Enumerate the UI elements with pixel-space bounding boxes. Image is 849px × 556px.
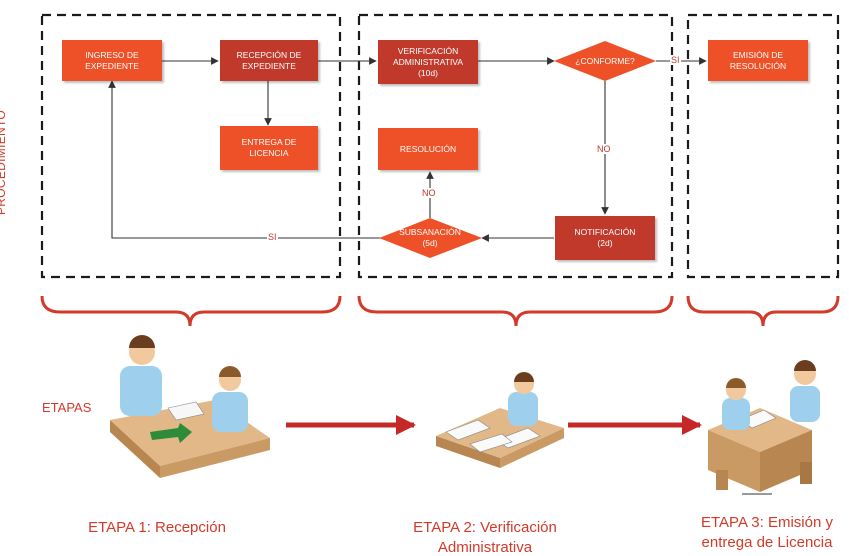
subsanacion-diamond (379, 218, 482, 258)
emision-resolucion-box: EMISIÓN DE RESOLUCIÓN (708, 40, 808, 81)
resolucion-box: RESOLUCIÓN (378, 128, 478, 170)
stage1-caption: ETAPA 1: Recepción (88, 519, 226, 536)
stage2-illustration (436, 372, 564, 468)
edge-label-si-ingreso: SI (267, 232, 278, 242)
notificacion-text: NOTIFICACIÓN (2d) (574, 227, 636, 248)
conforme-decision-text: ¿CONFORME? (575, 55, 635, 66)
stage3-caption: ETAPA 3: Emisión y entrega de Licencia (701, 514, 833, 551)
ingreso-expediente-box: INGRESO DE EXPEDIENTE (62, 40, 162, 81)
notificacion-box: NOTIFICACIÓN (2d) (555, 216, 655, 260)
etapas-label: ETAPAS (42, 400, 92, 415)
recepcion-expediente-box: RECEPCIÓN DE EXPEDIENTE (220, 40, 318, 81)
entrega-licencia-box: ENTREGA DE LICENCIA (220, 126, 318, 170)
bracket-stage2 (357, 295, 674, 327)
ingreso-expediente-text: INGRESO DE EXPEDIENTE (85, 49, 139, 71)
recepcion-expediente-text: RECEPCIÓN DE EXPEDIENTE (236, 49, 302, 71)
verificacion-administrativa-text: VERIFICACIÓN ADMINISTRATIVA (10d) (392, 45, 464, 78)
stage2-caption: ETAPA 2: Verificación Administrativa (413, 519, 557, 556)
entrega-licencia-text: ENTREGA DE LICENCIA (241, 137, 297, 158)
stage3-illustration (708, 360, 820, 495)
bracket-stage3 (686, 295, 840, 327)
stage2-frame (357, 13, 674, 279)
bracket-stage1 (40, 295, 342, 327)
emision-resolucion-text: EMISIÓN DE RESOLUCIÓN (729, 49, 787, 71)
resolucion-text: RESOLUCIÓN (399, 143, 457, 154)
stage3-frame (686, 13, 840, 279)
edge-label-no-resolucion: NO (421, 188, 437, 198)
conforme-diamond (554, 41, 656, 81)
subsanacion-decision-text: SUBSANACIÓN (5d) (399, 227, 461, 248)
edge-label-no-notificacion: NO (596, 144, 612, 154)
stage1-illustration (110, 335, 270, 478)
stage1-frame (40, 13, 342, 279)
procedimiento-label: PROCEDIMIENTO (0, 109, 8, 215)
edge-label-si-emision: SI (670, 55, 681, 65)
verificacion-administrativa-box: VERIFICACIÓN ADMINISTRATIVA (10d) (378, 40, 478, 84)
edge-subsanacion-ingreso (108, 80, 380, 239)
